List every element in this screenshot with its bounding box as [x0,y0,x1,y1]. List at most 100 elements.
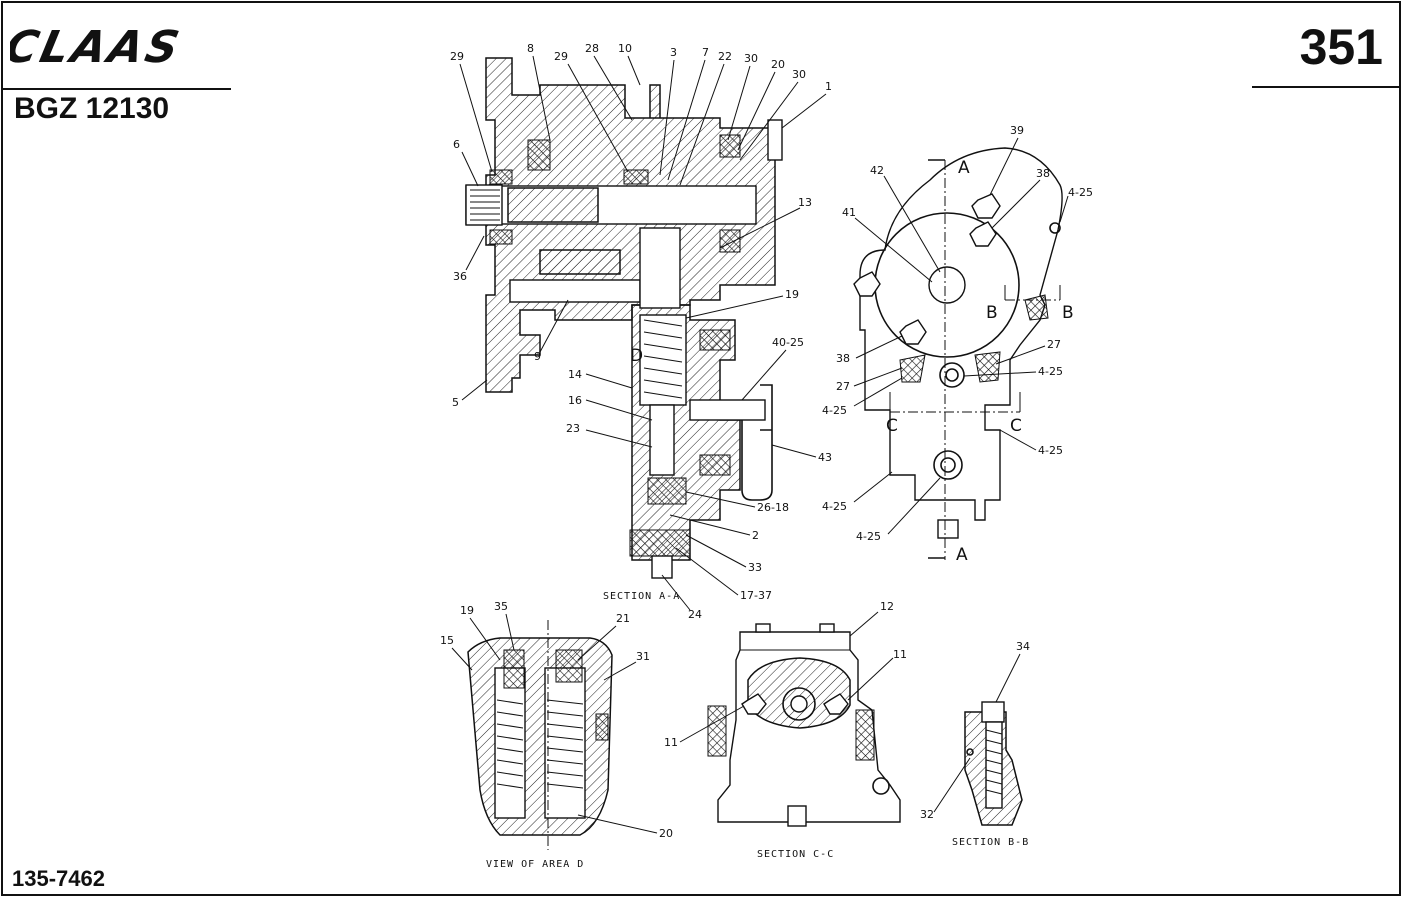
callout-30a: 30 [744,52,758,65]
center-hole-41 [928,266,966,304]
callout-14: 14 [568,368,582,381]
callout-33: 33 [748,561,762,574]
idler-gear [539,249,621,275]
callout-31: 31 [636,650,650,663]
pump-top-view-housing [859,147,1063,521]
callout-1: 1 [825,80,832,93]
page-number: 351 [1299,19,1383,75]
adjust-screw-stem [937,519,959,539]
callout-4-25-right: 4-25 [1038,365,1063,378]
seal-ring-upper [489,169,513,185]
drain-port [872,777,890,795]
center-boss [747,657,851,729]
document-code: BGZ 12130 [14,92,170,125]
callout-36: 36 [453,270,467,283]
callout-4-25-bottom: 4-25 [856,530,881,543]
section-aa-callouts: 29 8 29 28 10 3 7 22 30 20 30 1 6 13 36 … [450,42,832,621]
mount-hole-4-25 [1049,222,1061,234]
callout-4-25-top: 4-25 [1068,186,1093,199]
brand-logo-text: CLAAS [10,22,186,72]
callout-10: 10 [618,42,632,55]
callout-19-d: 19 [460,604,474,617]
nut-34 [981,701,1005,723]
callout-4-25-bottom-left: 4-25 [822,500,847,513]
callout-20-d: 20 [659,827,673,840]
bolt-head-lower [933,450,963,480]
center-port [782,687,816,721]
spring-right [546,699,584,789]
section-cc-drawing: 12 11 11 SECTION C-C [664,600,907,860]
view-area-d-drawing: 19 35 21 15 31 20 VIEW OF AREA D [440,600,673,870]
callout-42: 42 [870,164,884,177]
bearing-8 [527,139,551,171]
callout-28: 28 [585,42,599,55]
callout-32: 32 [920,808,934,821]
marker-b-right: B [1062,303,1074,323]
marker-c-left: C [886,416,898,436]
claas-logo: CLAAS [10,22,186,72]
hose-bracket-43 [741,384,773,501]
plug-lower [699,454,731,476]
adjust-screw-24 [651,555,673,579]
fitting-27-left [899,354,926,383]
header-rule-right [1252,86,1400,88]
callout-27-right: 27 [1047,338,1061,351]
callout-35: 35 [494,600,508,613]
seal-30-lower [719,229,741,253]
callout-15: 15 [440,634,454,647]
callout-4-25-left: 4-25 [822,404,847,417]
stud-34 [985,721,1003,809]
hex-plug-left [853,271,881,297]
shaft-spline [465,184,503,226]
drive-gear [507,187,599,223]
valve-body-area-d [467,637,613,836]
fitting-27-right [974,351,1001,383]
callout-17-37: 17-37 [740,589,772,602]
callout-9: 9 [534,350,541,363]
bottom-screw [787,805,807,827]
callout-3: 3 [670,46,677,59]
spline-teeth [470,189,500,221]
callout-38-lower: 38 [836,352,850,365]
valve-seat-26-18 [647,477,687,505]
callout-21: 21 [616,612,630,625]
top-view-drawing [853,147,1063,560]
hex-plug-11-left [741,693,767,715]
callout-41: 41 [842,206,856,219]
section-bb-drawing: 34 32 SECTION B-B [920,640,1030,848]
callout-5: 5 [452,396,459,409]
callout-22: 22 [718,50,732,63]
side-plug [595,713,609,741]
callout-4-25-c: 4-25 [1038,444,1063,457]
callout-19: 19 [785,288,799,301]
callout-26-18: 26-18 [757,501,789,514]
hex-plug-38-upper [969,221,997,247]
callout-34: 34 [1016,640,1030,653]
callout-12: 12 [880,600,894,613]
marker-c-right: C [1010,416,1022,436]
callout-29a: 29 [450,50,464,63]
marker-a-top: A [958,158,970,178]
seal-30-upper [719,134,741,158]
callout-2: 2 [752,529,759,542]
top-view-callouts: 39 42 38 4-25 41 38 27 27 4-25 4-25 4-25… [822,124,1093,565]
callout-38-upper: 38 [1036,167,1050,180]
hex-plug-39 [971,193,1001,219]
spring-19 [639,314,687,406]
idler-shaft [509,279,641,303]
plug-upper [699,329,731,351]
caption-section-bb: SECTION B-B [952,837,1029,848]
callout-7: 7 [702,46,709,59]
bearing-29 [623,169,649,185]
caption-view-area-d: VIEW OF AREA D [486,859,584,870]
spring-right-pocket [544,667,586,819]
valve-plunger [649,404,675,476]
spring-left [496,699,524,789]
callout-27-left: 27 [836,380,850,393]
side-fitting-right [855,709,875,761]
valve-spool-upper [639,227,681,309]
hex-plug-38-lower [899,319,927,345]
plug-35 [503,649,525,689]
